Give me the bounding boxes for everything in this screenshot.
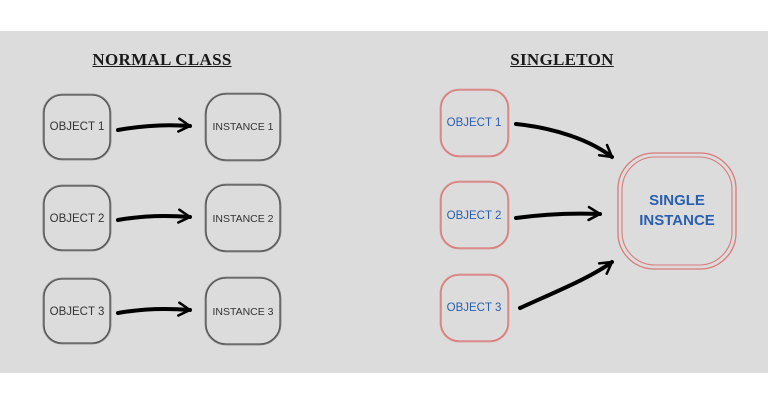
single-instance-node: SINGLE INSTANCE — [617, 152, 737, 270]
normal-object-2: OBJECT 2 — [42, 184, 112, 252]
singleton-object-2-label: OBJECT 2 — [447, 210, 502, 222]
singleton-object-2: OBJECT 2 — [439, 180, 510, 250]
normal-object-3-label: OBJECT 3 — [50, 306, 105, 318]
normal-instance-2-label: INSTANCE 2 — [212, 213, 273, 225]
normal-arrow-1 — [116, 117, 192, 133]
normal-instance-3: INSTANCE 3 — [204, 276, 282, 346]
normal-arrow-2 — [116, 208, 192, 224]
normal-instance-3-label: INSTANCE 3 — [212, 306, 273, 318]
normal-arrow-3 — [116, 301, 192, 317]
singleton-object-1-label: OBJECT 1 — [447, 117, 502, 129]
normal-instance-1-label: INSTANCE 1 — [212, 121, 273, 133]
singleton-object-3-label: OBJECT 3 — [447, 302, 502, 314]
singleton-heading: SINGLETON — [510, 50, 614, 69]
singleton-arrow-1 — [514, 122, 614, 159]
singleton-object-3: OBJECT 3 — [439, 273, 510, 343]
normal-object-1: OBJECT 1 — [42, 93, 112, 161]
single-instance-line2: INSTANCE — [639, 212, 715, 229]
normal-instance-2: INSTANCE 2 — [204, 183, 282, 253]
single-instance-line1: SINGLE — [649, 192, 705, 209]
normal-object-1-label: OBJECT 1 — [50, 121, 105, 133]
normal-object-3: OBJECT 3 — [42, 277, 112, 345]
diagram-panel — [0, 31, 768, 373]
singleton-arrow-2 — [514, 205, 602, 222]
normal-class-heading: NORMAL CLASS — [92, 50, 232, 69]
singleton-arrow-3 — [518, 260, 614, 310]
singleton-object-1: OBJECT 1 — [439, 88, 510, 158]
normal-object-2-label: OBJECT 2 — [50, 213, 105, 225]
normal-instance-1: INSTANCE 1 — [204, 92, 282, 162]
